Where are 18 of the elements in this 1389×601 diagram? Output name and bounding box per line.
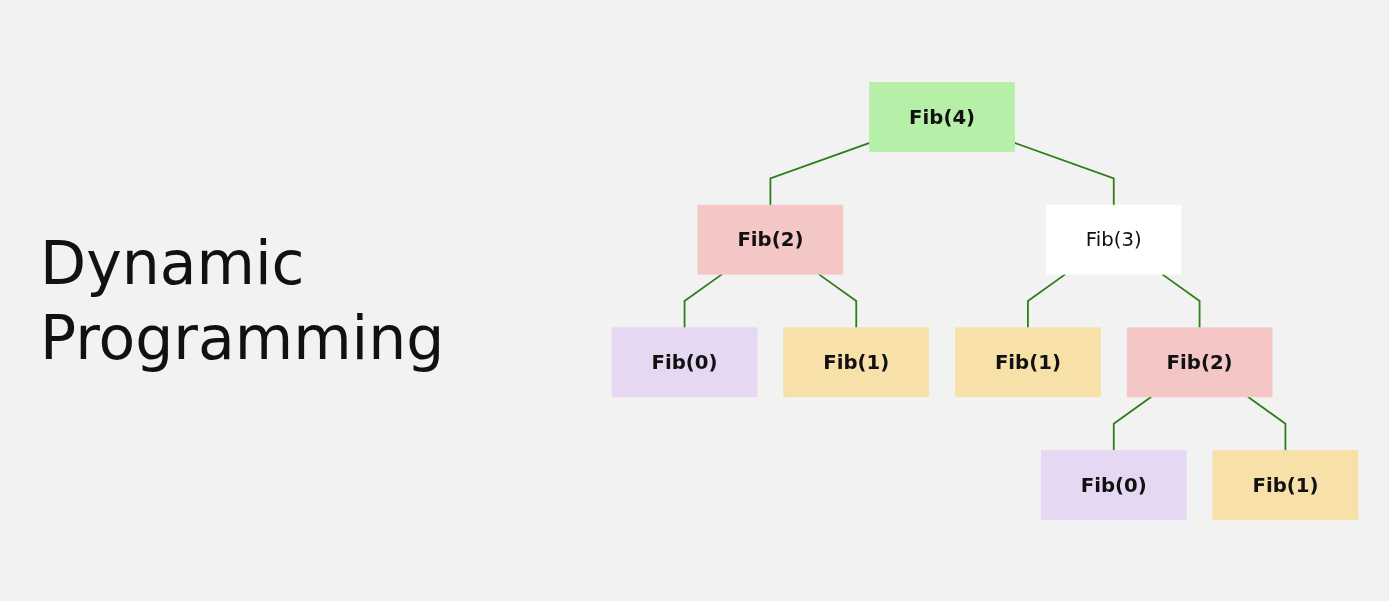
- connector: [683, 272, 723, 329]
- connector: [1160, 272, 1200, 329]
- node-box: Fib(2): [1126, 326, 1272, 397]
- title: Dynamic Programming: [40, 226, 446, 375]
- node-box: Fib(0): [1040, 449, 1187, 520]
- connector: [817, 272, 857, 329]
- connector: [1013, 141, 1115, 206]
- node-box: Fib(2): [697, 204, 843, 275]
- connector: [1026, 272, 1066, 329]
- node-box: Fib(1): [782, 326, 929, 397]
- node-box: Fib(4): [868, 81, 1015, 152]
- node-box: Fib(0): [611, 326, 757, 397]
- node-box: Fib(1): [954, 326, 1101, 397]
- connector: [769, 141, 871, 206]
- node-box: Fib(3): [1045, 204, 1181, 275]
- connector: [1246, 395, 1286, 451]
- node-box: Fib(1): [1212, 449, 1358, 520]
- connector: [1112, 395, 1152, 451]
